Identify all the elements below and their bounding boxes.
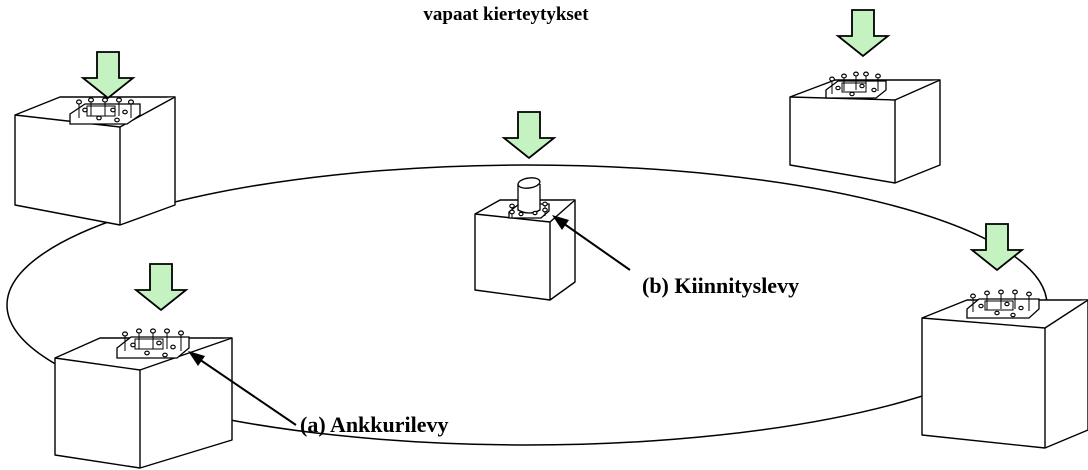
bolt-icon [76, 97, 135, 123]
label-anchor-plate: (a) Ankkurilevy [300, 412, 449, 437]
leader-arrow-icon [188, 351, 297, 426]
concrete-block-bottom-right [921, 299, 1088, 449]
anchor-plate-top-left [69, 97, 141, 125]
bolt-icon [829, 71, 881, 97]
load-arrow-icon [133, 263, 189, 312]
leader-arrow-icon [552, 215, 631, 271]
anchor-plate-bottom-left [116, 328, 190, 359]
anchor-plate-bottom-right [966, 289, 1040, 319]
bolt-icon [122, 328, 185, 358]
concrete-block-center [474, 199, 576, 301]
column-tube-icon [517, 177, 541, 214]
load-arrow-icon [835, 9, 891, 58]
anchor-plate-top-right [825, 71, 887, 99]
load-arrow-icon [969, 223, 1025, 272]
diagram-title: vapaat kierteytykset [423, 4, 589, 25]
load-arrow-icon [80, 51, 136, 100]
load-arrow-icon [501, 111, 557, 160]
mounting-plate-center [508, 177, 550, 219]
label-mounting-plate: (b) Kiinnityslevy [642, 273, 799, 298]
bolt-icon [509, 201, 548, 218]
bolt-icon [970, 289, 1032, 318]
